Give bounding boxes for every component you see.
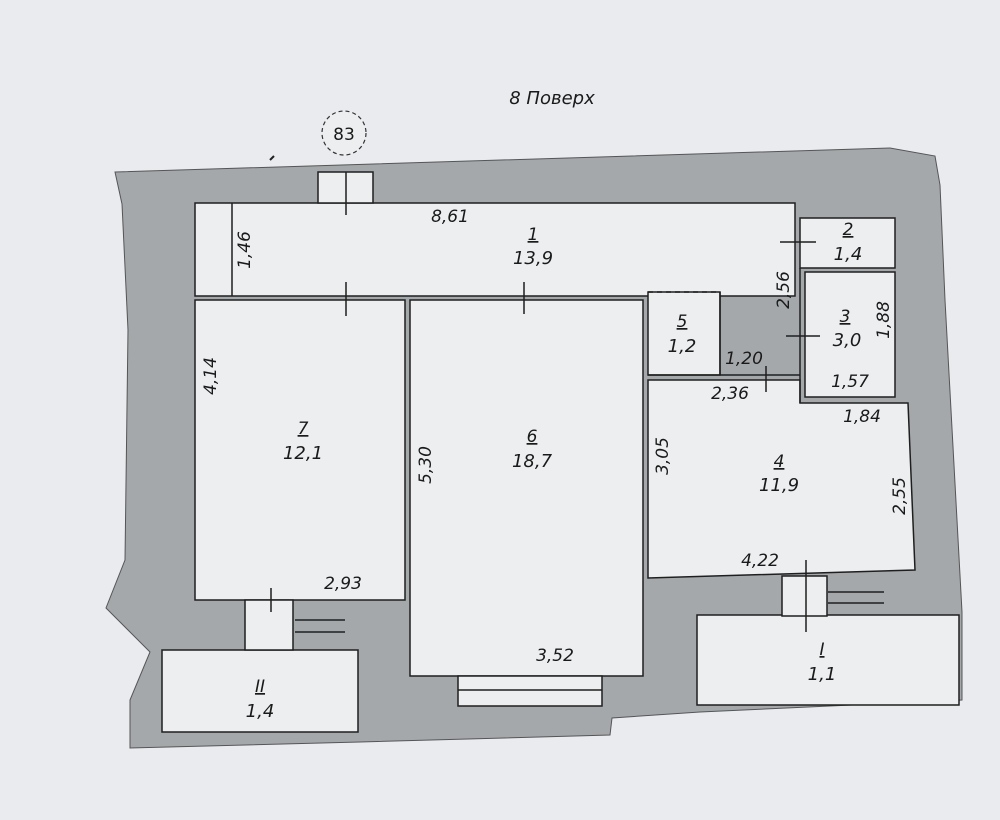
interior-floor (161, 202, 960, 733)
dim-352: 3,52 (536, 646, 574, 666)
wall-lines (231, 171, 884, 707)
axis-marker: 83 (321, 110, 367, 156)
room-1-area: 13,9 (513, 248, 553, 269)
room-7-number: 7 (298, 419, 309, 439)
room-1-shape (194, 202, 796, 297)
dim-861: 8,61 (431, 207, 469, 227)
room-4-area: 11,9 (759, 475, 799, 496)
room-7-area: 12,1 (283, 443, 323, 464)
dimension-labels: 8,61 1,46 2,56 1,88 1,20 2,36 1,57 1,84 … (201, 207, 910, 666)
dim-256: 2,56 (774, 271, 794, 309)
balcony-I-number: I (819, 640, 824, 660)
pen-mark (269, 155, 275, 161)
room-5-shape (647, 291, 721, 376)
room-2-shape (799, 217, 896, 269)
room-1-number: 1 (528, 225, 539, 245)
dim-414: 4,14 (201, 357, 221, 395)
room-4-number: 4 (774, 452, 785, 472)
dim-422: 4,22 (741, 551, 779, 571)
dim-293: 2,93 (324, 574, 362, 594)
room-6-shape (409, 299, 644, 677)
balcony-I-area: 1,1 (808, 664, 837, 685)
dim-120: 1,20 (725, 349, 763, 369)
dim-255: 2,55 (890, 477, 910, 515)
room-2-number: 2 (843, 220, 854, 240)
dim-184: 1,84 (843, 407, 881, 427)
room-3-shape (804, 271, 896, 398)
room-labels: 1 13,9 2 1,4 3 3,0 4 11,9 5 1,2 6 18,7 7… (246, 220, 863, 722)
room-5-area: 1,2 (668, 336, 697, 357)
dim-236: 2,36 (711, 384, 749, 404)
dim-157: 1,57 (831, 372, 869, 392)
room-6-number: 6 (527, 427, 538, 447)
dim-305: 3,05 (653, 437, 673, 475)
room-2-area: 1,4 (834, 244, 863, 265)
room-3-area: 3,0 (833, 330, 862, 351)
axis-marker-label: 83 (333, 125, 355, 145)
dim-188: 1,88 (874, 301, 894, 339)
room-7-shape (194, 299, 406, 601)
room-5-number: 5 (677, 312, 688, 332)
floor-title: 8 Поверх (509, 88, 595, 109)
room-6-area: 18,7 (512, 451, 553, 472)
balcony-II-number: II (255, 677, 265, 697)
balcony-I-shape (696, 614, 960, 706)
balcony-II-shape (161, 649, 359, 733)
room-3-number: 3 (840, 307, 851, 327)
dim-146: 1,46 (235, 231, 255, 269)
dim-530: 5,30 (416, 446, 436, 484)
balcony-II-area: 1,4 (246, 701, 275, 722)
